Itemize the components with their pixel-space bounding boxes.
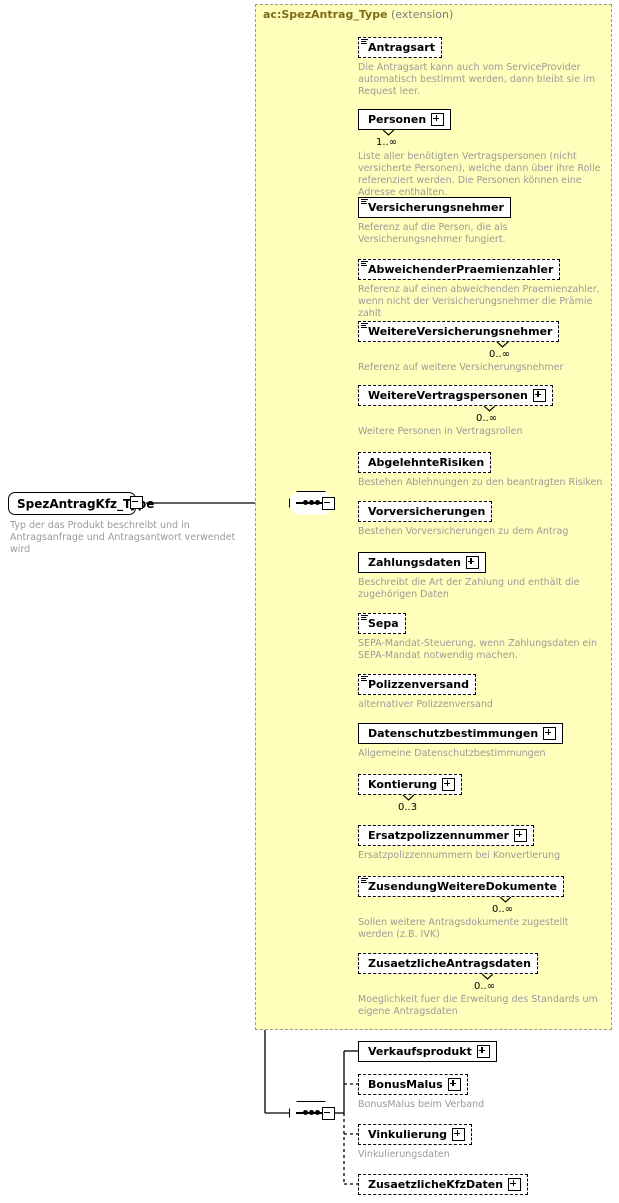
extension-kind-label: (extension): [391, 8, 454, 21]
element-label: WeitereVertragspersonen: [368, 389, 528, 402]
element-node-verkaufsprodukt[interactable]: Verkaufsprodukt: [358, 1041, 499, 1064]
cardinality-label: 0..∞: [474, 981, 496, 992]
expand-plus-icon[interactable]: [465, 556, 479, 569]
element-label: Antragsart: [368, 41, 435, 54]
element-annotation: Referenz auf die Person, die als Versich…: [358, 222, 508, 245]
element-annotation: SEPA-Mandat-Steuerung, wenn Zahlungsdate…: [358, 638, 598, 661]
element-node-polizzenversand[interactable]: Polizzenversand: [358, 674, 478, 697]
attributes-icon: [361, 676, 368, 683]
element-annotation: Ersatzpolizzennummern bei Konvertierung: [358, 850, 561, 861]
element-label: ZusendungWeitereDokumente: [368, 880, 557, 893]
element-label: Zahlungsdaten: [368, 556, 461, 569]
expand-plus-icon[interactable]: [508, 1178, 522, 1191]
expand-plus-icon[interactable]: [476, 1045, 490, 1058]
attributes-icon: [361, 199, 368, 206]
element-label: Versicherungsnehmer: [368, 201, 504, 214]
element-node-zusendungweiteredokumente[interactable]: ZusendungWeitereDokumente: [358, 876, 566, 899]
element-node-bonusmalus[interactable]: BonusMalus: [358, 1074, 470, 1097]
expand-plus-icon[interactable]: [442, 778, 456, 791]
element-annotation: Beschreibt die Art der Zahlung und enthä…: [358, 577, 580, 600]
cardinality-label: 0..∞: [492, 904, 514, 915]
expand-plus-icon[interactable]: [447, 1078, 461, 1091]
element-node-zahlungsdaten[interactable]: Zahlungsdaten: [358, 552, 488, 575]
expand-plus-icon[interactable]: [514, 829, 528, 842]
element-annotation: Bestehen Ablehnungen zu den beantragten …: [358, 477, 603, 488]
element-label: Vorversicherungen: [368, 505, 486, 518]
expand-plus-icon[interactable]: [532, 389, 546, 402]
occurrence-marker: [482, 974, 493, 980]
element-label: ZusaetzlicheAntragsdaten: [368, 957, 531, 970]
cardinality-label: 0..∞: [489, 349, 511, 360]
attributes-icon: [361, 39, 368, 46]
cardinality-label: 1..∞: [376, 137, 398, 148]
occurrence-marker: [484, 406, 495, 412]
element-label: Verkaufsprodukt: [368, 1045, 472, 1058]
occurrence-marker: [403, 795, 414, 801]
extension-type-name: ac:SpezAntrag_Type: [263, 8, 388, 21]
element-node-versicherungsnehmer[interactable]: Versicherungsnehmer: [358, 197, 513, 220]
element-label: Personen: [368, 113, 427, 126]
sequence-extension-collapse-minus-icon[interactable]: [322, 497, 336, 511]
element-label: Polizzenversand: [368, 678, 469, 691]
expand-plus-icon[interactable]: [452, 1128, 466, 1141]
element-node-weitereversicherungsnehmer[interactable]: WeitereVersicherungsnehmer: [358, 321, 562, 344]
element-annotation: Liste aller benötigten Vertragspersonen …: [358, 151, 601, 198]
element-annotation: alternativer Polizzenversand: [358, 699, 493, 710]
element-annotation: Referenz auf weitere Versicherungsnehmer: [358, 362, 564, 373]
element-node-zusaetzlicheantragsdaten[interactable]: ZusaetzlicheAntragsdaten: [358, 953, 540, 976]
element-annotation: Weitere Personen in Vertragsrollen: [358, 426, 523, 437]
element-annotation: Referenz auf einen abweichenden Praemien…: [358, 284, 600, 319]
element-annotation: BonusMalus beim Verband: [358, 1099, 485, 1110]
element-node-vinkulierung[interactable]: Vinkulierung: [358, 1124, 475, 1147]
expand-plus-icon[interactable]: [431, 113, 445, 126]
cardinality-label: 0..3: [398, 802, 418, 813]
element-annotation: Allgemeine Datenschutzbestimmungen: [358, 748, 546, 759]
element-node-personen[interactable]: Personen: [358, 109, 454, 132]
element-label: WeitereVersicherungsnehmer: [368, 325, 553, 338]
attributes-icon: [361, 261, 368, 268]
element-annotation: Vinkulierungsdaten: [358, 1149, 450, 1160]
element-node-kontierung[interactable]: Kontierung: [358, 774, 465, 797]
element-node-datenschutzbestimmungen[interactable]: Datenschutzbestimmungen: [358, 723, 566, 746]
element-label: Sepa: [368, 617, 399, 630]
element-node-weiterevertragspersonen[interactable]: WeitereVertragspersonen: [358, 385, 555, 408]
element-label: Kontierung: [368, 778, 438, 791]
element-label: ZusaetzlicheKfzDaten: [368, 1178, 504, 1191]
element-annotation: Sollen weitere Antragsdokumente zugestel…: [358, 917, 569, 940]
element-label: AbgelehnteRisiken: [368, 456, 485, 469]
element-annotation: Bestehen Vorversicherungen zu dem Antrag: [358, 526, 569, 537]
element-annotation: Die Antragsart kann auch vom ServiceProv…: [358, 62, 595, 97]
occurrence-marker: [497, 342, 508, 348]
root-node-label: SpezAntragKfz_Type: [17, 496, 155, 511]
element-node-ersatzpolizzennummer[interactable]: Ersatzpolizzennummer: [358, 825, 537, 848]
sequence-local-collapse-minus-icon[interactable]: [322, 1107, 336, 1121]
element-annotation: Moeglichkeit fuer die Erweitung des Stan…: [358, 994, 598, 1017]
element-label: Datenschutzbestimmungen: [368, 727, 539, 740]
expand-plus-icon[interactable]: [543, 727, 557, 740]
attributes-icon: [361, 323, 368, 330]
element-label: BonusMalus: [368, 1078, 443, 1091]
attributes-icon: [361, 878, 368, 885]
element-node-antragsart[interactable]: Antragsart: [358, 37, 444, 60]
element-node-sepa[interactable]: Sepa: [358, 613, 408, 636]
occurrence-marker: [383, 130, 394, 136]
root-node-annotation: Typ der das Produkt beschreibt und in An…: [10, 520, 236, 555]
root-node-spezantragkfz-type[interactable]: SpezAntragKfz_Type: [8, 492, 154, 518]
attributes-icon: [361, 615, 368, 622]
occurrence-marker: [500, 897, 511, 903]
element-label: Ersatzpolizzennummer: [368, 829, 510, 842]
element-node-vorversicherungen[interactable]: Vorversicherungen: [358, 501, 495, 524]
extension-panel-title: ac:SpezAntrag_Type (extension): [263, 8, 453, 21]
element-node-abweichenderpraemienzahler[interactable]: AbweichenderPraemienzahler: [358, 259, 563, 282]
root-collapse-minus-icon[interactable]: [130, 496, 144, 510]
element-label: Vinkulierung: [368, 1128, 448, 1141]
element-node-abgelehnterisiken[interactable]: AbgelehnteRisiken: [358, 452, 494, 475]
element-node-zusaetzlichekfzdaten[interactable]: ZusaetzlicheKfzDaten: [358, 1174, 531, 1197]
cardinality-label: 0..∞: [476, 413, 498, 424]
element-label: AbweichenderPraemienzahler: [368, 263, 554, 276]
